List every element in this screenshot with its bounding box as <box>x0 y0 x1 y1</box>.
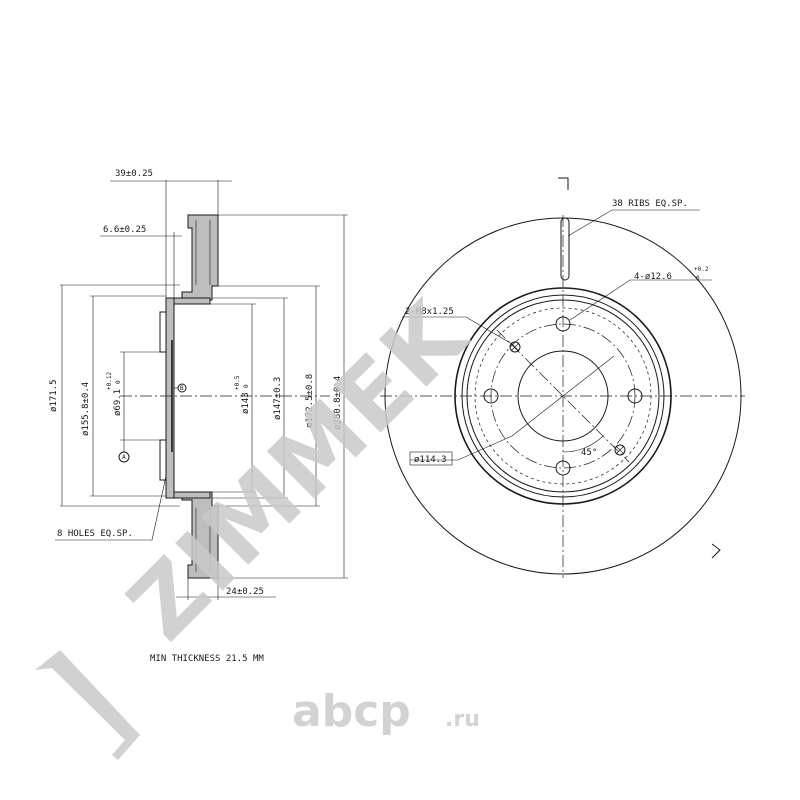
threaded-hole-upper <box>509 341 521 353</box>
dim-disc-thickness: 24±0.25 <box>226 587 264 597</box>
dim-center-bore-tol-upper: +0.12 <box>106 372 113 390</box>
upper-friction-ring <box>181 214 219 301</box>
angle-label: 45° <box>581 448 597 458</box>
dim-pilot-diameter: ø155.8±0.4 <box>81 382 91 436</box>
dim-hat-inner-tol-upper: +0.5 <box>234 375 241 390</box>
mount-hole-upper <box>159 311 167 353</box>
shop-watermark-domain: .ru <box>445 707 480 732</box>
bolt-circle-label: ø114.3 <box>414 455 447 465</box>
mount-hole-lower <box>159 439 167 481</box>
dim-center-bore: ø69.1 <box>113 389 123 416</box>
dim-pcd-diameter: ø171.5 <box>49 379 59 412</box>
shop-watermark: abcp .ru <box>292 686 480 737</box>
diagonal-centerline <box>496 329 630 463</box>
datum-a-marker: A <box>118 440 130 463</box>
dim-friction-inner: ø172.5±0.8 <box>305 374 315 428</box>
brand-watermark-text: ZIMMEK <box>108 280 489 661</box>
datum-b-marker: B <box>174 383 187 393</box>
bolt-holes-leader <box>569 279 712 321</box>
bolt-hole-bottom <box>555 460 571 476</box>
hat-bottom-flange <box>173 491 211 499</box>
section-arrow-bottom <box>711 543 721 559</box>
dim-hat-thickness: 6.6±0.25 <box>103 225 146 235</box>
holes-leader <box>55 475 167 541</box>
front-view: 38 RIBS EQ.SP. 4-ø12.6 +0.2 0 2-M8x1.25 … <box>380 177 745 578</box>
dim-hat-outer: ø147±0.3 <box>273 377 283 420</box>
brand-watermark: ZIMMEK <box>35 280 489 760</box>
section-arrow-top <box>558 177 569 190</box>
dim-total-width: 39±0.25 <box>115 169 153 179</box>
min-thickness-note: MIN THICKNESS 21.5 MM <box>150 654 264 664</box>
bolt-hole-right <box>627 388 643 404</box>
bolt-hole-left <box>483 388 499 404</box>
brand-watermark-chevron <box>35 650 140 760</box>
rib-slot <box>560 217 570 281</box>
hat-top-flange <box>173 297 211 305</box>
hat-wall <box>165 297 175 499</box>
shop-watermark-text: abcp <box>292 686 411 737</box>
bolt-circle-leader <box>410 355 615 461</box>
bolt-holes-tol-upper: +0.2 <box>694 266 709 273</box>
threaded-holes-leader <box>402 316 513 345</box>
dim-hat-inner: ø143 <box>241 392 251 414</box>
bolt-hole-top <box>555 316 571 332</box>
holes-note: 8 HOLES EQ.SP. <box>57 529 133 539</box>
angle-arc <box>562 435 604 453</box>
bolt-holes-note: 4-ø12.6 <box>634 272 672 282</box>
dim-hat-inner-tol-lower: 0 <box>243 384 250 388</box>
datum-b-label: B <box>180 385 184 392</box>
threaded-holes-note: 2-M8x1.25 <box>405 307 454 317</box>
bolt-circle-box <box>409 451 453 466</box>
threaded-hole-lower <box>614 444 626 456</box>
ribs-note: 38 RIBS EQ.SP. <box>612 199 688 209</box>
datum-a-label: A <box>122 454 126 461</box>
bolt-holes-tol-lower: 0 <box>696 275 700 282</box>
dim-outer-diameter: ø280.8±0.4 <box>333 376 343 430</box>
dim-center-bore-tol-lower: 0 <box>115 380 122 384</box>
section-view: 39±0.25 6.6±0.25 ø171.5 ø155.8±0.4 ø69.1… <box>49 169 348 664</box>
ribs-leader <box>567 209 700 237</box>
